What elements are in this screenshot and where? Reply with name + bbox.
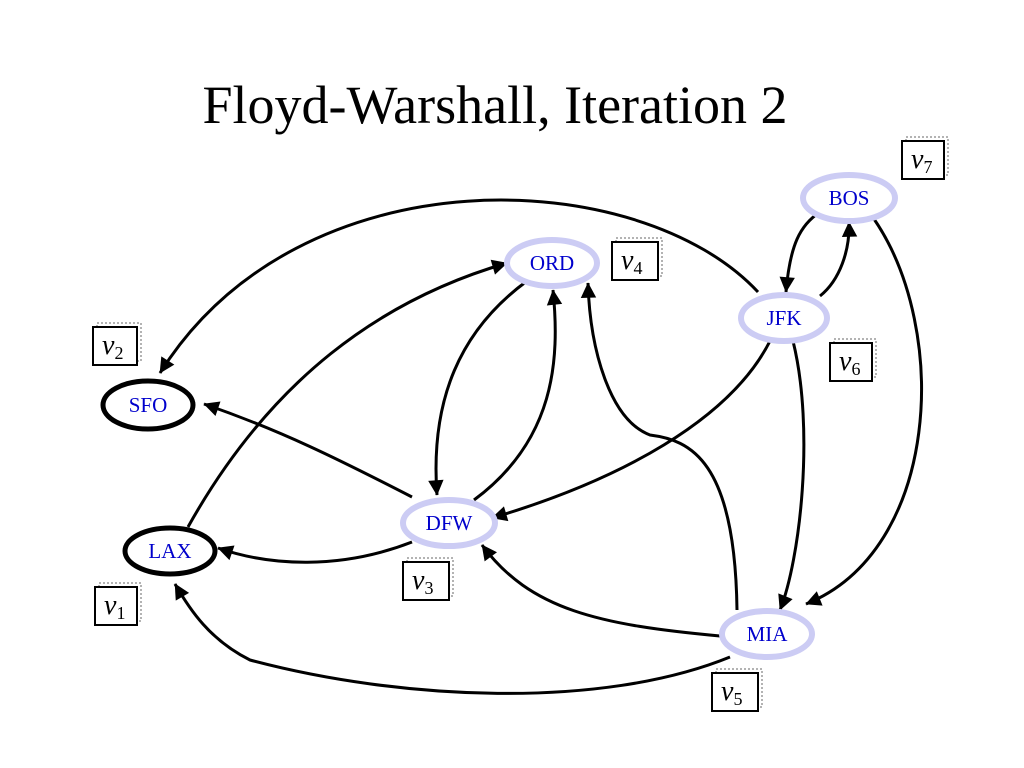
edge-bos-to-mia (805, 218, 923, 606)
node-sfo: SFO (100, 378, 196, 432)
edge-jfk-to-bos (819, 221, 858, 298)
vertex-index: 5 (733, 689, 742, 709)
node-ellipse (800, 172, 898, 224)
vertex-index: 4 (633, 258, 642, 278)
vertex-label-text: v2 (102, 330, 123, 363)
node-label: BOS (829, 186, 870, 210)
vertex-label-v3: v3 (402, 557, 454, 601)
node-label: SFO (129, 393, 168, 417)
vertex-label-v7: v7 (901, 136, 949, 180)
edge-bos-to-jfk (779, 210, 821, 293)
edge-ord-to-dfw (428, 279, 528, 496)
edge-dfw-to-lax (217, 540, 413, 564)
node-label: LAX (148, 539, 191, 563)
edge-mia-to-dfw (480, 544, 721, 638)
vertex-index: 7 (923, 157, 932, 177)
vertex-label-box (901, 140, 945, 180)
vertex-label-v1: v1 (94, 582, 142, 626)
node-ord: ORD (504, 237, 600, 289)
slide-title: Floyd-Warshall, Iteration 2 (202, 75, 788, 135)
edge-mia-to-ord (580, 282, 739, 611)
vertex-symbol: v (911, 144, 924, 175)
edge-jfk-to-sfo (158, 198, 760, 374)
node-label: JFK (766, 306, 801, 330)
edge-dfw-to-sfo (203, 401, 413, 499)
vertex-label-box (92, 326, 138, 366)
edge-mia-to-lax (173, 583, 731, 695)
vertex-label-box (711, 672, 759, 712)
vertex-label-box (829, 342, 873, 382)
node-mia: MIA (719, 608, 815, 660)
nodes-layer: LAX SFO DFW ORD MIA JFK BOS (100, 172, 898, 660)
node-ellipse (100, 378, 196, 432)
vertex-symbol: v (412, 565, 425, 596)
edges-layer (158, 198, 923, 695)
vertex-label-box (94, 586, 138, 626)
edge-jfk-to-dfw (491, 340, 772, 522)
edge-lax-to-ord (186, 259, 508, 528)
node-lax: LAX (122, 525, 218, 577)
vertex-index: 1 (116, 603, 125, 623)
node-dfw: DFW (400, 497, 498, 549)
edge-dfw-to-ord (473, 289, 563, 502)
vertex-symbol: v (839, 346, 852, 377)
vertex-label-text: v5 (721, 676, 742, 709)
vertex-label-v5: v5 (711, 668, 763, 712)
vertex-symbol: v (102, 330, 115, 361)
vertex-symbol: v (721, 676, 734, 707)
vertex-label-text: v1 (104, 590, 125, 623)
node-ellipse (122, 525, 218, 577)
node-bos: BOS (800, 172, 898, 224)
node-label: DFW (426, 511, 473, 535)
vertex-label-v6: v6 (829, 338, 877, 382)
vertex-label-box (611, 241, 659, 281)
vertex-label-box (402, 561, 450, 601)
vertex-index: 3 (424, 578, 433, 598)
vertex-label-text: v3 (412, 565, 433, 598)
vertex-label-text: v7 (911, 144, 932, 177)
vertex-label-text: v6 (839, 346, 860, 379)
node-ellipse (738, 292, 830, 344)
vertex-index: 2 (114, 343, 123, 363)
node-ellipse (719, 608, 815, 660)
vertex-symbol: v (621, 245, 634, 276)
vertex-label-v2: v2 (92, 322, 142, 366)
node-ellipse (400, 497, 498, 549)
vertex-label-v4: v4 (611, 237, 663, 281)
vertex-index: 6 (851, 359, 860, 379)
node-label: MIA (747, 622, 789, 646)
edge-jfk-to-mia (778, 340, 806, 611)
node-jfk: JFK (738, 292, 830, 344)
node-ellipse (504, 237, 600, 289)
vertex-label-text: v4 (621, 245, 642, 278)
vertex-symbol: v (104, 590, 117, 621)
node-label: ORD (530, 251, 574, 275)
